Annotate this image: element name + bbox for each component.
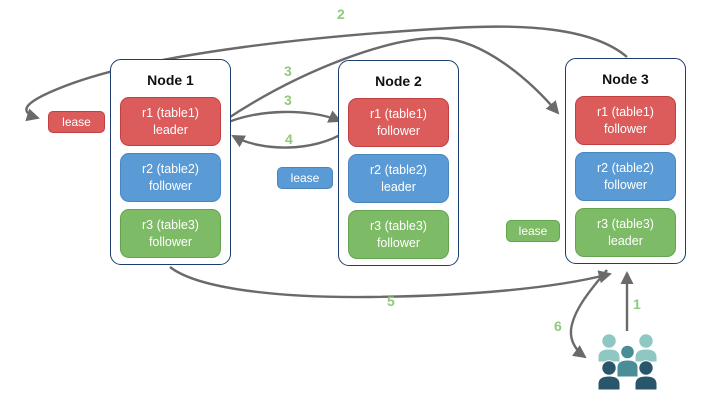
step-label-2: 2 <box>337 6 345 22</box>
node-1-title: Node 1 <box>147 72 194 88</box>
replica-name: r1 (table1) <box>370 107 427 122</box>
node-2-replica-r1: r1 (table1) follower <box>348 98 449 147</box>
node-3-title: Node 3 <box>602 71 649 87</box>
replica-role: leader <box>381 179 416 194</box>
node-2-box: Node 2 r1 (table1) follower r2 (table2) … <box>338 60 459 266</box>
lease-label-red: lease <box>48 111 105 133</box>
replica-role: follower <box>148 178 193 193</box>
lease-label-blue: lease <box>277 167 333 189</box>
arrow-step-4-node2-to-node1 <box>231 130 346 149</box>
replica-role: follower <box>376 123 421 138</box>
step-label-3b: 3 <box>284 92 292 108</box>
lease-text: lease <box>518 224 548 238</box>
step-label-5: 5 <box>387 293 395 309</box>
node-1-replica-r1: r1 (table1) leader <box>120 97 221 146</box>
user-back-right <box>634 333 658 363</box>
arrow-step-6-node3-to-users <box>569 269 608 359</box>
replica-name: r2 (table2) <box>597 161 654 176</box>
node-3-replica-r2: r2 (table2) follower <box>575 152 676 201</box>
replica-name: r1 (table1) <box>597 105 654 120</box>
node-1-replica-r3: r3 (table3) follower <box>120 209 221 258</box>
lease-text: lease <box>62 115 91 129</box>
replica-role: leader <box>608 233 643 248</box>
step-label-4: 4 <box>285 131 293 147</box>
node-2-replica-r3: r3 (table3) follower <box>348 210 449 259</box>
step-label-6: 6 <box>554 318 562 334</box>
node-1-replica-r2: r2 (table2) follower <box>120 153 221 202</box>
replica-role: leader <box>153 122 188 137</box>
replica-role: follower <box>376 235 421 250</box>
replica-role: follower <box>603 121 648 136</box>
node-3-replica-r1: r1 (table1) follower <box>575 96 676 145</box>
node-1-box: Node 1 r1 (table1) leader r2 (table2) fo… <box>110 59 231 265</box>
arrow-step-2-node3-to-red-lease <box>25 25 628 122</box>
user-middle <box>616 344 639 378</box>
replica-name: r3 (table3) <box>597 217 654 232</box>
user-front-right <box>634 360 658 391</box>
node-3-box: Node 3 r1 (table1) follower r2 (table2) … <box>565 58 686 264</box>
replica-name: r3 (table3) <box>142 218 199 233</box>
user-front-left <box>597 360 621 391</box>
replica-name: r2 (table2) <box>370 163 427 178</box>
replica-name: r3 (table3) <box>370 219 427 234</box>
replica-role: follower <box>603 177 648 192</box>
replica-role: follower <box>148 234 193 249</box>
node-2-replica-r2: r2 (table2) leader <box>348 154 449 203</box>
arrow-step-5-node1-to-node3 <box>169 266 612 299</box>
user-back-left <box>597 333 621 363</box>
replica-name: r1 (table1) <box>142 106 199 121</box>
node-2-title: Node 2 <box>375 73 422 89</box>
arrow-step-3-node1-to-node2 <box>223 110 342 126</box>
node-3-replica-r3: r3 (table3) leader <box>575 208 676 257</box>
step-label-1: 1 <box>633 296 641 312</box>
arrow-step-3-node1-to-node3 <box>223 36 560 122</box>
step-label-3a: 3 <box>284 63 292 79</box>
replica-name: r2 (table2) <box>142 162 199 177</box>
users-group-icon <box>597 333 658 391</box>
lease-label-green: lease <box>506 220 560 242</box>
lease-text: lease <box>290 171 320 185</box>
